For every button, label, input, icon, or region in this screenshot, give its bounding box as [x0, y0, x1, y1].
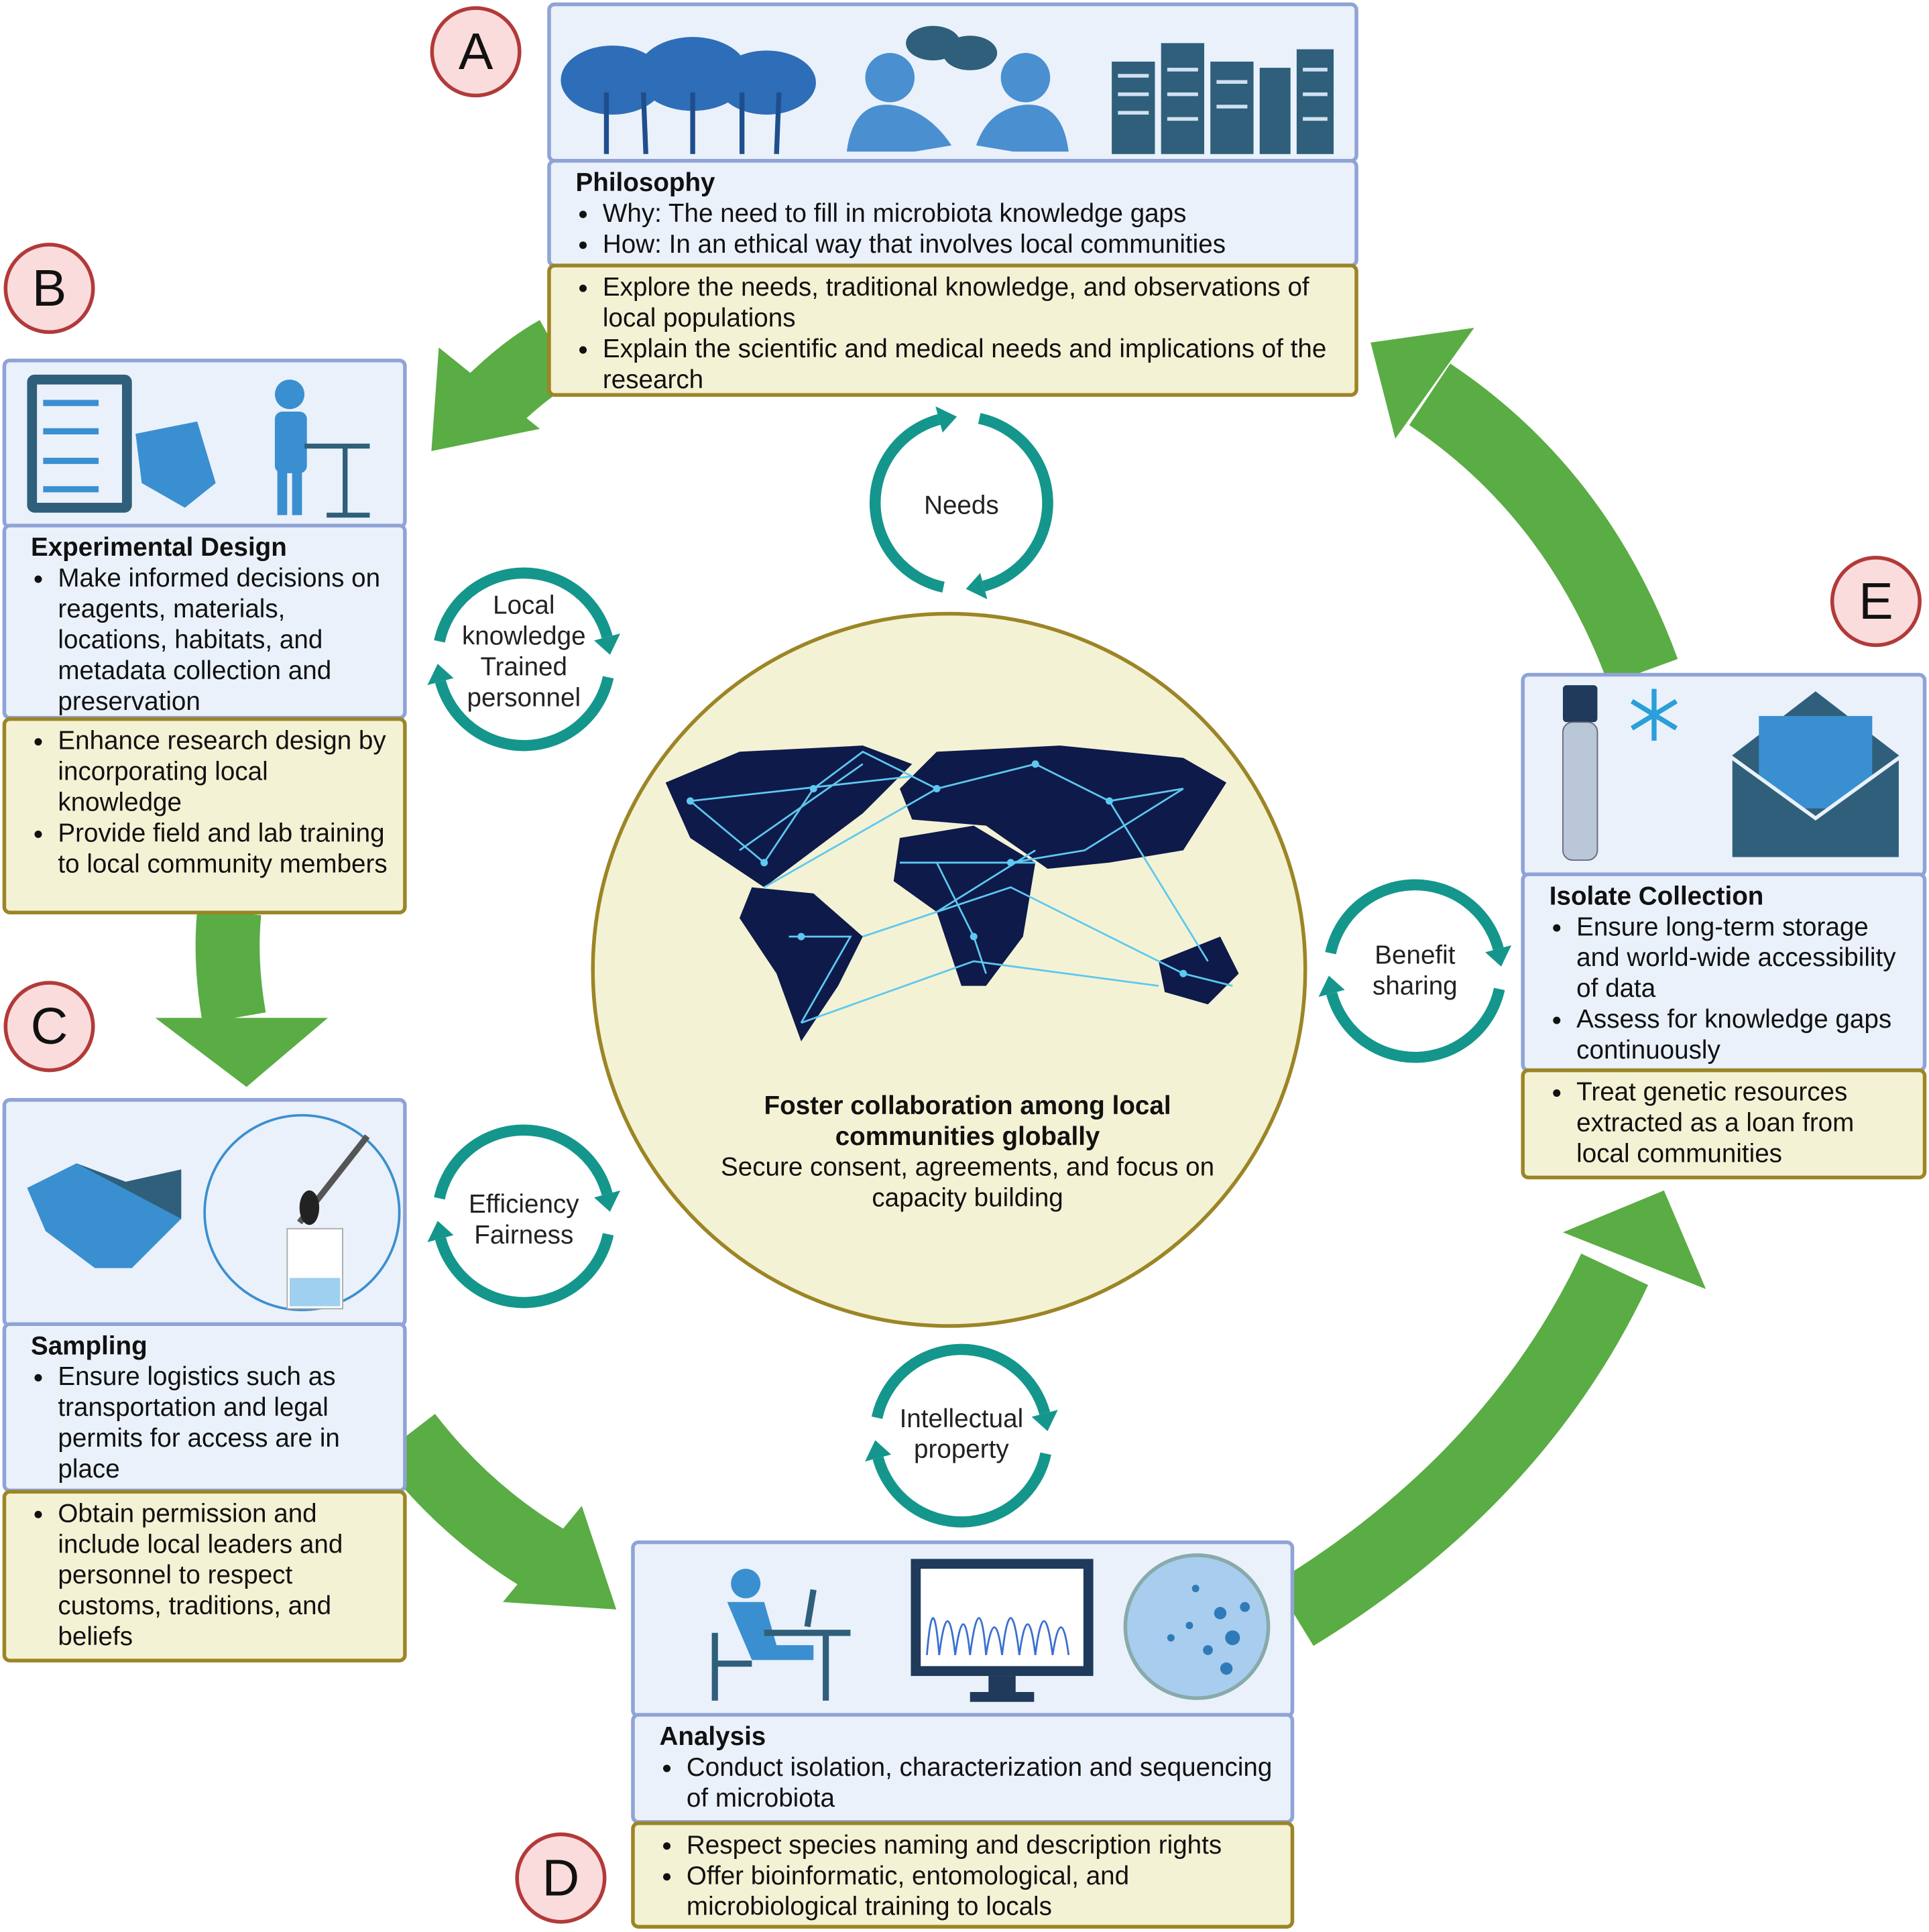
cycle-arrowhead-icon: [865, 1440, 892, 1462]
badge-d: D: [515, 1832, 607, 1924]
cycle-text: personnel: [467, 684, 581, 713]
cycle-arrowhead-icon: [966, 572, 988, 599]
panel-e-title: Isolate Collection: [1549, 882, 1764, 911]
panel-analysis: Analysis Conduct isolation, characteriza…: [631, 1540, 1295, 1929]
panel-e-description: Isolate Collection Ensure long-term stor…: [1521, 872, 1927, 1073]
panel-a-point: Why: The need to fill in microbiota know…: [603, 198, 1342, 229]
panel-e-point: Ensure long-term storage and world-wide …: [1576, 912, 1910, 1004]
cycle-arrowhead-icon: [427, 664, 454, 686]
intellectual-property-cycle-icon: [865, 1343, 1058, 1528]
panel-sampling: Sampling Ensure logistics such as transp…: [2, 1097, 407, 1663]
panel-d-description: Analysis Conduct isolation, characteriza…: [631, 1713, 1295, 1824]
cycle-text: Trained: [480, 653, 568, 682]
cycle-text: Benefit: [1375, 941, 1456, 970]
badge-c: C: [3, 981, 95, 1073]
panel-d-icons: [631, 1540, 1295, 1718]
panel-e-point: Assess for knowledge gaps continuously: [1576, 1004, 1910, 1066]
panel-e-local-point: Treat genetic resources extracted as a l…: [1576, 1077, 1910, 1170]
badge-b: B: [3, 243, 95, 335]
panel-c-icons: [2, 1097, 407, 1327]
panel-d-local: Respect species naming and description r…: [631, 1821, 1295, 1929]
sample-tube-icon: [1562, 685, 1598, 861]
checklist-icon: [27, 374, 216, 513]
sequencing-monitor-icon: [911, 1559, 1094, 1702]
cycle-arrowhead-icon: [427, 1221, 454, 1242]
badge-a: A: [430, 6, 522, 98]
panel-d-local-point: Respect species naming and description r…: [687, 1830, 1278, 1861]
panel-a-local-point: Explore the needs, traditional knowledge…: [603, 272, 1342, 334]
local-knowledge-cycle-icon: [427, 567, 621, 751]
panel-c-local: Obtain permission and include local lead…: [2, 1490, 407, 1663]
panel-a-title: Philosophy: [575, 168, 715, 198]
center-text: Foster collaboration among local communi…: [690, 1091, 1244, 1214]
cycle-text: sharing: [1372, 972, 1458, 1001]
cycle-arrowhead-icon: [594, 633, 621, 655]
panel-b-title: Experimental Design: [30, 533, 287, 562]
needs-cycle-icon: [869, 406, 1053, 599]
arrow-e-to-a: [1370, 327, 1678, 684]
panel-d-point: Conduct isolation, characterization and …: [687, 1752, 1278, 1814]
panel-a-local-point: Explain the scientific and medical needs…: [603, 334, 1342, 396]
panel-e-icons: [1521, 672, 1927, 878]
cycle-arrowhead-icon: [1031, 1410, 1058, 1431]
panel-b-description: Experimental Design Make informed decisi…: [2, 524, 407, 720]
cycle-arrowhead-icon: [1318, 975, 1345, 998]
cycle-text: Efficiency: [469, 1190, 579, 1219]
arrow-a-to-b: [431, 320, 575, 451]
panel-b-icons: [2, 358, 407, 529]
panel-c-local-point: Obtain permission and include local lead…: [58, 1498, 390, 1652]
researcher-at-computer-icon: [711, 1569, 851, 1701]
panel-c-point: Ensure logistics such as transportation …: [58, 1362, 390, 1485]
cycle-text: Local: [493, 591, 555, 620]
panel-a-point: How: In an ethical way that involves loc…: [603, 229, 1342, 260]
badge-e: E: [1830, 556, 1922, 648]
world-map-network-icon: [665, 745, 1239, 1042]
cycle-arrowhead-icon: [594, 1190, 621, 1212]
snowflake-icon: [1630, 688, 1678, 741]
arrow-d-to-e: [1275, 1190, 1706, 1646]
handshake-icon: [27, 1163, 182, 1268]
arrow-b-to-c: [155, 908, 328, 1087]
insect-sampling-icon: [203, 1113, 401, 1311]
center-subtitle: Secure consent, agreements, and focus on…: [721, 1153, 1215, 1213]
panel-d-title: Analysis: [659, 1722, 766, 1752]
city-buildings-icon: [1112, 43, 1334, 154]
panel-philosophy: Philosophy Why: The need to fill in micr…: [547, 2, 1358, 397]
panel-a-icons: [547, 2, 1358, 163]
panel-isolate-collection: Isolate Collection Ensure long-term stor…: [1521, 672, 1927, 1180]
scientist-icon: [274, 379, 370, 518]
cycle-needs-label: Needs: [924, 491, 999, 520]
people-talking-icon: [846, 25, 1069, 152]
envelope-icon: [1729, 691, 1903, 861]
panel-c-title: Sampling: [30, 1332, 148, 1361]
panel-a-local: Explore the needs, traditional knowledge…: [547, 263, 1358, 397]
arrow-c-to-d: [378, 1413, 617, 1610]
cycle-arrowhead-icon: [935, 406, 957, 433]
panel-b-point: Make informed decisions on reagents, mat…: [58, 563, 390, 717]
panel-c-description: Sampling Ensure logistics such as transp…: [2, 1322, 407, 1493]
cycle-text: knowledge: [461, 622, 586, 651]
center-title: Foster collaboration among local communi…: [764, 1091, 1171, 1151]
forest-icon: [561, 37, 816, 154]
cycle-text: Fairness: [474, 1221, 574, 1250]
cycle-arrowhead-icon: [1485, 945, 1512, 967]
efficiency-fairness-cycle-icon: [427, 1124, 621, 1309]
cycle-text: Intellectual: [899, 1404, 1024, 1433]
panel-d-local-point: Offer bioinformatic, entomological, and …: [687, 1861, 1278, 1923]
panel-a-description: Philosophy Why: The need to fill in micr…: [547, 159, 1358, 267]
panel-experimental-design: Experimental Design Make informed decisi…: [2, 358, 407, 915]
panel-b-local: Enhance research design by incorporating…: [2, 717, 407, 915]
panel-b-local-point: Enhance research design by incorporating…: [58, 726, 390, 819]
benefit-sharing-cycle-icon: [1318, 879, 1512, 1063]
petri-dish-icon: [1123, 1553, 1271, 1700]
panel-e-local: Treat genetic resources extracted as a l…: [1521, 1068, 1927, 1180]
panel-b-local-point: Provide field and lab training to local …: [58, 819, 390, 880]
cycle-text: property: [914, 1435, 1009, 1464]
